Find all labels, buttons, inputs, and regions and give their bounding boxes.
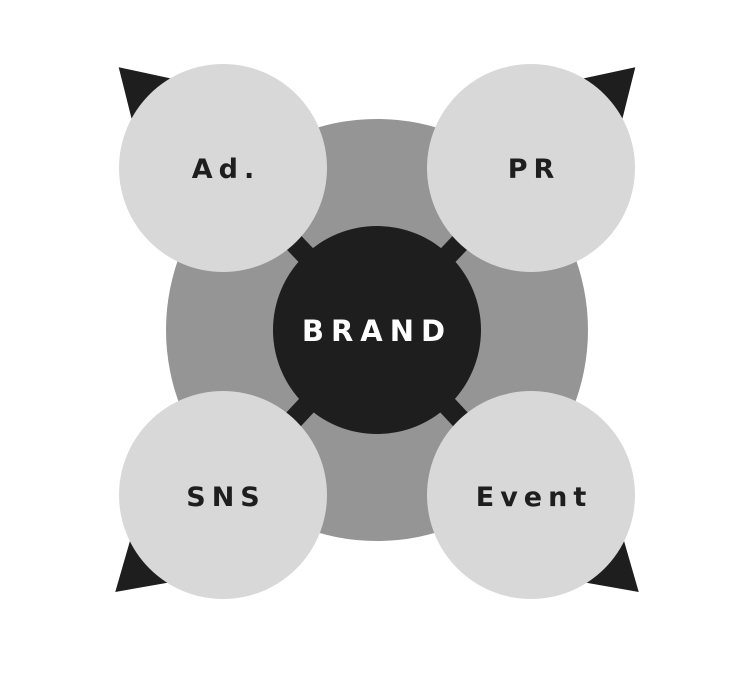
node-label: PR — [508, 154, 561, 185]
center-circle — [273, 226, 481, 434]
node-top-left: Ad. — [119, 64, 327, 272]
node-circle — [427, 391, 635, 599]
node-circle — [427, 64, 635, 272]
node-top-right: PR — [427, 64, 635, 272]
node-bottom-left: SNS — [119, 391, 327, 599]
node-label: Event — [476, 482, 592, 513]
node-circle — [119, 64, 327, 272]
node-circle — [119, 391, 327, 599]
node-bottom-right: Event — [427, 391, 635, 599]
node-label: SNS — [186, 482, 266, 513]
node-label: Ad. — [192, 154, 260, 185]
center-label: BRAND — [302, 314, 452, 348]
